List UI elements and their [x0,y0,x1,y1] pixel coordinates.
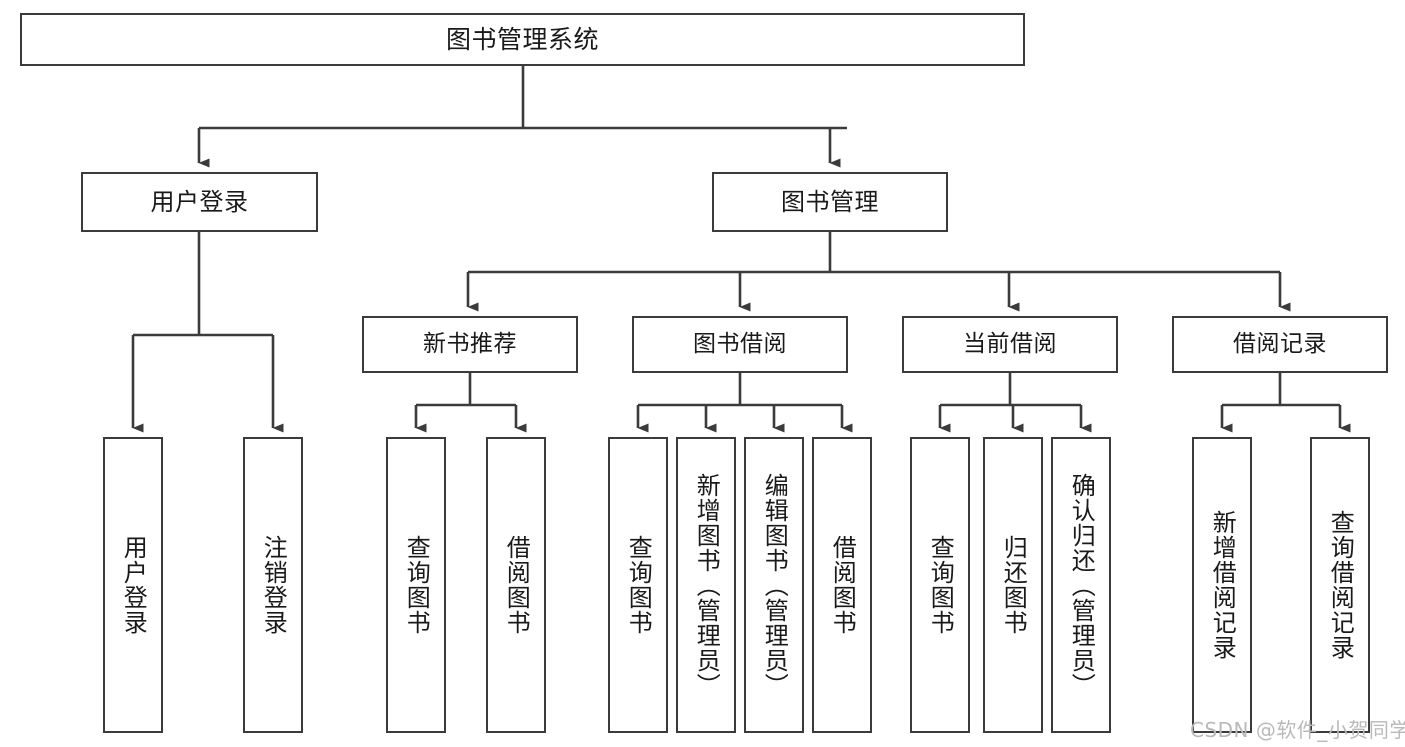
node-leaf-query-book-2[interactable]: 查询图书 [608,437,668,733]
node-leaf-borrow-book-1-label: 借阅图书 [502,535,531,635]
node-leaf-query-book-1-label: 查询图书 [402,535,431,635]
node-new-book-recommend-label: 新书推荐 [423,330,517,357]
node-leaf-add-book-admin[interactable]: 新增图书（管理员） [676,437,736,733]
node-leaf-query-book-3[interactable]: 查询图书 [910,437,970,733]
node-leaf-borrow-book-1[interactable]: 借阅图书 [486,437,546,733]
node-leaf-confirm-return-admin-label: 确认归还（管理员） [1067,472,1096,698]
node-leaf-query-book-3-label: 查询图书 [926,535,955,635]
node-book-borrow[interactable]: 图书借阅 [632,316,848,373]
node-leaf-query-borrow-record-label: 查询借阅记录 [1326,510,1355,660]
node-borrow-record[interactable]: 借阅记录 [1172,316,1388,373]
node-leaf-return-book-label: 归还图书 [999,535,1028,635]
node-leaf-add-borrow-record-label: 新增借阅记录 [1208,510,1237,660]
node-leaf-borrow-book-2[interactable]: 借阅图书 [812,437,872,733]
node-book-manage-label: 图书管理 [781,187,879,216]
node-user-login[interactable]: 用户登录 [81,172,318,232]
node-borrow-record-label: 借阅记录 [1233,330,1327,357]
node-current-borrow-label: 当前借阅 [963,330,1057,357]
node-book-borrow-label: 图书借阅 [693,330,787,357]
watermark: CSDN @软件_小贺同学 [1190,718,1405,742]
node-leaf-edit-book-admin[interactable]: 编辑图书（管理员） [744,437,804,733]
node-leaf-user-login-label: 用户登录 [119,535,148,635]
node-root-label: 图书管理系统 [445,24,599,54]
node-leaf-query-book-2-label: 查询图书 [624,535,653,635]
node-book-manage[interactable]: 图书管理 [712,172,948,232]
node-current-borrow[interactable]: 当前借阅 [902,316,1118,373]
node-leaf-logout-label: 注销登录 [259,535,288,635]
node-root[interactable]: 图书管理系统 [20,13,1025,66]
node-leaf-query-borrow-record[interactable]: 查询借阅记录 [1310,437,1370,733]
node-leaf-borrow-book-2-label: 借阅图书 [828,535,857,635]
node-leaf-edit-book-admin-label: 编辑图书（管理员） [760,472,789,698]
node-leaf-user-login[interactable]: 用户登录 [103,437,163,733]
node-leaf-logout[interactable]: 注销登录 [243,437,303,733]
node-leaf-add-borrow-record[interactable]: 新增借阅记录 [1192,437,1252,733]
node-leaf-confirm-return-admin[interactable]: 确认归还（管理员） [1051,437,1111,733]
node-leaf-add-book-admin-label: 新增图书（管理员） [692,472,721,698]
node-leaf-query-book-1[interactable]: 查询图书 [386,437,446,733]
node-user-login-label: 用户登录 [150,187,249,216]
node-new-book-recommend[interactable]: 新书推荐 [362,316,578,373]
node-leaf-return-book[interactable]: 归还图书 [983,437,1043,733]
